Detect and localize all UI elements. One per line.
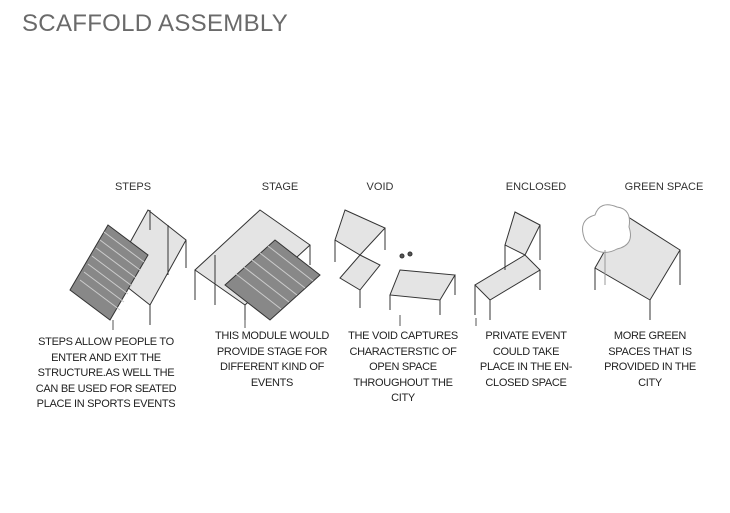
- description-line: SPACES THAT IS: [608, 345, 692, 358]
- description-line: CITY: [391, 392, 415, 404]
- stage-description: THIS MODULE WOULD PROVIDE STAGE FOR DIFF…: [215, 329, 329, 391]
- description-line: CITY: [638, 376, 662, 389]
- green-space-illustration: [582, 204, 681, 320]
- description-line: PRIVATE EVENT: [485, 330, 567, 342]
- description-line: STRUCTURE.AS WELL THE: [37, 367, 175, 379]
- description-line: DIFFERENT KIND OF: [219, 361, 325, 373]
- module-label-steps: STEPS: [114, 181, 152, 193]
- description-line: PROVIDED IN THE: [604, 361, 696, 373]
- description-line: THE VOID CAPTURES: [348, 330, 458, 342]
- description-line: CLOSED SPACE: [485, 376, 567, 389]
- module-label-green-space: GREEN SPACE: [624, 181, 704, 193]
- green-space-description: MORE GREEN SPACES THAT IS PROVIDED IN TH…: [604, 329, 696, 391]
- description-line: PLACE IN SPORTS EVENTS: [36, 398, 176, 410]
- steps-illustration: [69, 209, 187, 325]
- description-line: PLACE IN THE EN-: [479, 361, 573, 373]
- module-label-void: VOID: [366, 181, 394, 193]
- void-illustration: [334, 209, 456, 315]
- steps-description: STEPS ALLOW PEOPLE TO ENTER AND EXIT THE…: [36, 335, 177, 413]
- enclosed-illustration: [474, 211, 541, 320]
- module-label-stage: STAGE: [261, 181, 299, 193]
- description-line: CAN BE USED FOR SEATED: [35, 382, 177, 395]
- void-description: THE VOID CAPTURES CHARACTERSTIC OF OPEN …: [348, 329, 458, 407]
- module-label-enclosed: ENCLOSED: [505, 181, 567, 193]
- description-line: COULD TAKE: [492, 345, 560, 358]
- description-line: THROUGHOUT THE: [353, 376, 453, 389]
- description-line: MORE GREEN: [613, 330, 687, 342]
- description-line: ENTER AND EXIT THE: [51, 351, 161, 364]
- description-line: EVENTS: [250, 376, 294, 389]
- enclosed-description: PRIVATE EVENT COULD TAKE PLACE IN THE EN…: [480, 329, 572, 391]
- description-line: CHARACTERSTIC OF: [349, 345, 457, 358]
- description-line: OPEN SPACE: [369, 361, 437, 373]
- page-title: SCAFFOLD ASSEMBLY: [22, 10, 289, 37]
- stage-illustration: [194, 209, 321, 325]
- description-line: THIS MODULE WOULD: [214, 330, 330, 342]
- description-line: STEPS ALLOW PEOPLE TO: [38, 336, 174, 348]
- description-line: PROVIDE STAGE FOR: [216, 345, 328, 358]
